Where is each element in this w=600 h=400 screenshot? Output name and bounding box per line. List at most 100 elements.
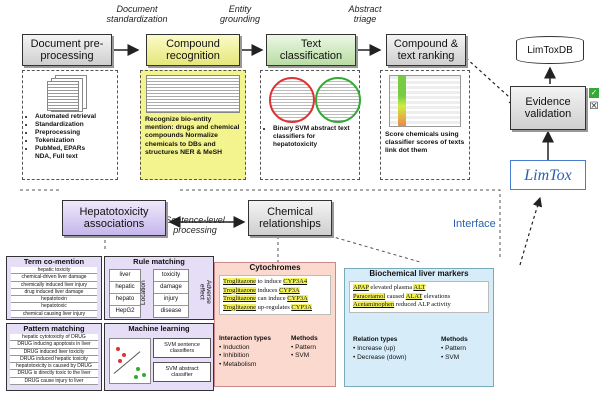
detail-ranking: Score chemicals using classifier scores … [380,70,470,180]
cyto-sentence: Troglitazone induces CYP3A [223,286,327,296]
biochemical-markers-box: Biochemical liver markers APAP elevated … [344,268,494,387]
location-term: liver [110,270,140,282]
relation-text: can induce [255,295,288,302]
term-comention-box: Term co-mention hepatic toxicity chemica… [6,256,102,320]
cyto-methods: Methods • Pattern • SVM [291,335,335,361]
method-item: • SVM [441,354,460,361]
cyto-sentence: Troglitazone can induce CYP3A [223,295,327,304]
cyto-sentence: Troglitazone up-regulates CYP3A [223,303,327,313]
term-item: hepatotoxin [11,296,97,304]
label-sentence-level: Sentence-level processing [165,215,225,235]
document-stack-icon [45,75,95,112]
relation-text: elevated plasma [368,284,414,291]
limtox-logo: LimTox [510,160,586,190]
drug-mention: Paracetamol [353,292,386,300]
term-item: chemically induced liver injury [11,282,97,289]
compound-recognition-text: Recognize bio-entity mention: drugs and … [145,116,240,156]
relation-text: reduced ALP activity [394,301,451,308]
location-terms: liver hepatic hepato HepG2 [109,269,141,318]
svm-sentence-classifiers: SVM sentence classifiers [153,338,211,358]
location-term: hepato [110,294,140,306]
machine-learning-title: Machine learning [128,324,190,333]
rule-matching-title: Rule matching [133,257,185,266]
bullet-automated-retrieval: Automated retrieval [35,113,113,121]
preprocessing-bullets: Automated retrieval Standardization Prep… [27,113,113,161]
relation-text: to induce [255,278,284,285]
relation-types-title: Relation types [353,336,398,343]
pattern-item: DRUG induced hepatic toxicity [10,356,98,364]
lower-dashed-frame [20,189,501,260]
interaction-types-title: Interaction types [219,335,272,342]
pattern-item: DRUG is directly toxic to the liver [10,370,98,378]
scatter-plot-icon [109,338,151,384]
effect-term: injury [154,294,188,306]
relation-types: Relation types • Increase (up) • Decreas… [353,335,433,362]
bullet-standardization: Standardization [35,121,113,129]
biochemical-title: Biochemical liver markers [369,269,469,278]
cytochromes-title: Cytochromes [249,263,301,272]
drug-mention: Troglitazone [223,278,256,285]
cytochrome-sentences: Troglitazone to induce CYP3A4 Troglitazo… [219,275,331,315]
cyto-sentence: Troglitazone to induce CYP3A4 [223,278,327,287]
rule-matching-box: Rule matching liver hepatic hepato HepG2… [104,256,214,320]
cyto-methods-title: Methods [291,335,318,342]
method-item: • SVM [291,352,310,359]
annotated-text-thumbnail [146,75,240,113]
interaction-type: • Metabolism [219,360,257,368]
label-entity-grounding: Entity grounding [219,4,261,24]
relation-text: up-regulates [255,303,292,311]
classification-circles [265,73,361,123]
relation-text: induces [255,286,280,294]
cytochromes-box: Cytochromes Troglitazone to induce CYP3A… [214,262,336,387]
location-axis-label: Location [140,280,147,306]
cyp-mention: CYP3A [279,286,300,294]
positive-class-circle [315,77,361,123]
stage-evidence-validation: Evidence validation [510,86,586,130]
stage-compound-recognition: Compound recognition [146,34,240,66]
svm-abstract-classifier: SVM abstract classifier [153,362,211,382]
pattern-matching-title: Pattern matching [23,324,85,333]
bullet-sources: PubMed, EPARs NDA, Full text [35,145,113,161]
term-item: chemical causing liver injury [11,311,97,319]
drug-mention: Troglitazone [223,295,256,302]
method-item: • Pattern [441,345,467,352]
bullet-tokenization: Tokenization [35,137,113,145]
interaction-types: Interaction types • Induction • Inhibiti… [219,335,287,369]
interface-label: Interface [453,218,496,230]
effect-term: toxicity [154,270,188,282]
stage-text-classification: Text classification [266,34,356,66]
pattern-list: hepatic cytotoxicity of DRUG DRUG induci… [10,334,98,386]
detail-compound-recognition: Recognize bio-entity mention: drugs and … [140,70,246,180]
marker-mention: ALAT [405,292,423,300]
detail-preprocessing: Automated retrieval Standardization Prep… [22,70,118,180]
biochem-sentence: APAP elevated plasma ALT [353,284,485,293]
method-item: • Pattern [291,343,317,351]
pattern-item: DRUG induced liver toxicity [10,349,98,356]
stage-compound-text-ranking: Compound & text ranking [386,34,466,66]
pattern-item: DRUG cause injury to liver [10,378,98,386]
biochemical-sentences: APAP elevated plasma ALT Paracetamol cau… [349,281,489,313]
limtoxdb-database: LimToxDB [516,36,584,64]
biochem-sentence: Acetaminophen reduced ALP activity [353,301,485,310]
pattern-matching-box: Pattern matching hepatic cytotoxicity of… [6,323,102,391]
term-item: drug induced liver damage [11,289,97,297]
effect-term: disease [160,308,182,314]
drug-mention: APAP [353,284,369,291]
dashed-interface-to-logo [519,196,543,266]
cyp-mention: CYP3A [287,295,308,302]
pattern-item: DRUG inducing apoptosis in liver [10,341,98,349]
negative-class-circle [269,77,315,123]
term-list: hepatic toxicity chemical-driven liver d… [11,267,97,319]
bullet-preprocessing: Preprocessing [35,129,113,137]
stage-document-preprocessing: Document pre- processing [22,34,112,66]
interaction-type: • Induction [219,343,250,351]
relation-type: • Decrease (down) [353,354,407,361]
relation-type: • Increase (up) [353,345,396,352]
term-item: chemical-driven liver damage [11,274,97,282]
cross-icon: ☒ [589,101,599,112]
relation-text: elevations [422,292,451,300]
term-comention-title: Term co-mention [23,257,85,266]
drug-mention: Troglitazone [223,303,256,311]
term-item: hepatotoxic [11,303,97,311]
